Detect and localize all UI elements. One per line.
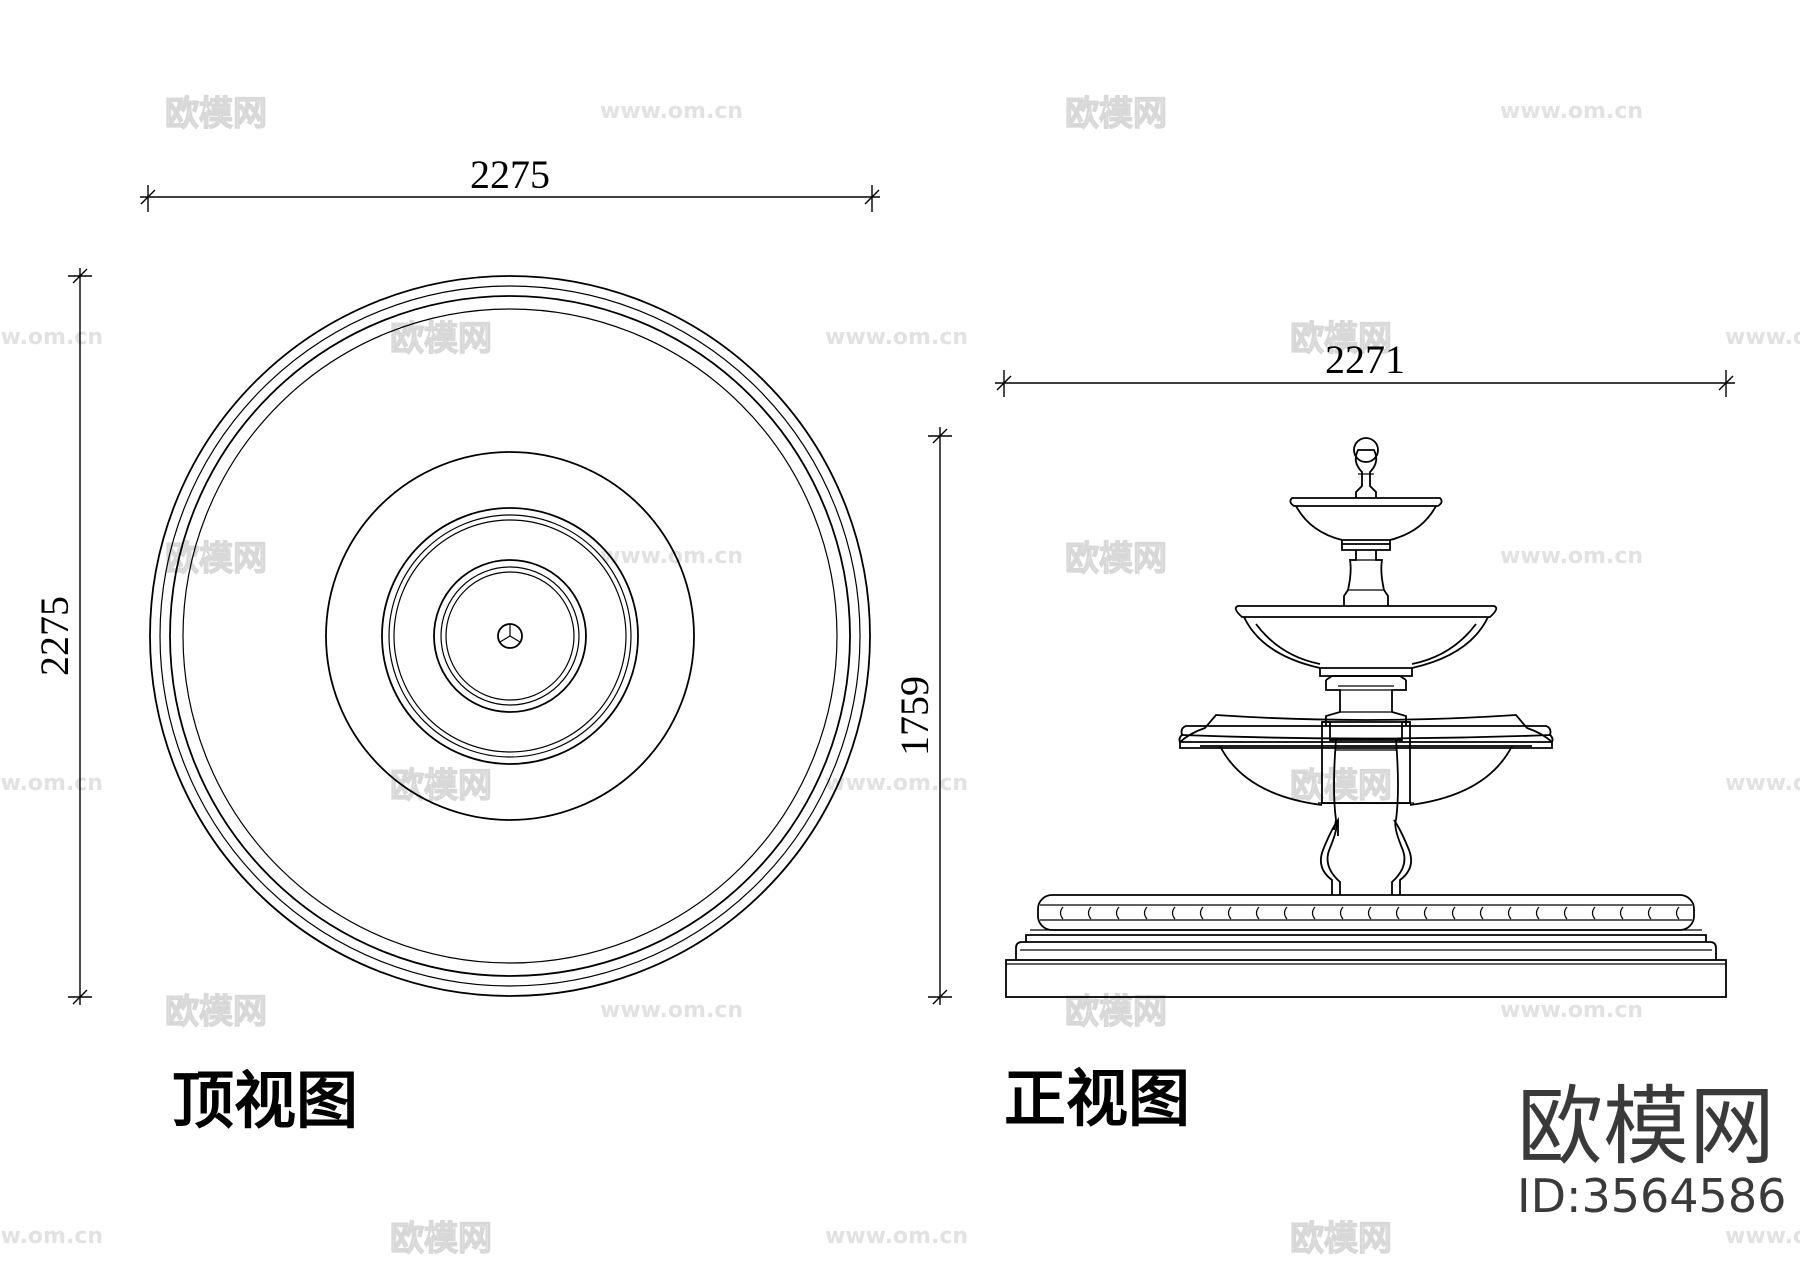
top-basin-circle bbox=[433, 559, 587, 713]
watermark-url: www.om.cn bbox=[0, 771, 103, 796]
front-view: 2271 1759 bbox=[892, 337, 1735, 1135]
watermark-url: www.om.cn bbox=[825, 325, 968, 350]
top-view-height-dimension: 2275 bbox=[32, 268, 92, 1005]
lower-neck-left bbox=[1325, 680, 1341, 726]
upper-basin-circle bbox=[381, 507, 639, 765]
watermark-logo: 欧模网 bbox=[1290, 766, 1392, 806]
top-view-height-label: 2275 bbox=[32, 596, 77, 676]
lower-basin-circle bbox=[325, 451, 695, 821]
watermark-url: www.om.cn bbox=[825, 771, 968, 796]
watermark-logo: 欧模网 bbox=[390, 319, 492, 359]
fountain-elevation bbox=[1005, 437, 1727, 998]
watermark-url: www.om.cn bbox=[600, 99, 743, 124]
fountain-plinth bbox=[1005, 959, 1727, 998]
top-view-plan bbox=[149, 275, 871, 997]
bead-moulding bbox=[1059, 906, 1680, 920]
lower-neck-right bbox=[1391, 680, 1407, 726]
pedestal-right bbox=[1393, 819, 1412, 895]
watermark-logo: 欧模网 bbox=[1065, 992, 1167, 1032]
watermark-logo: 欧模网 bbox=[1065, 94, 1167, 134]
watermark-url: www.om.cn bbox=[0, 1224, 103, 1249]
watermark-logo: 欧模网 bbox=[165, 94, 267, 134]
watermark-logo: 欧模网 bbox=[165, 539, 267, 579]
watermark-logo: 欧模网 bbox=[1065, 539, 1167, 579]
watermark-url: www.om.cn bbox=[1500, 99, 1643, 124]
watermark-logo: 欧模网 bbox=[1290, 1219, 1392, 1259]
top-view-title: 顶视图 bbox=[172, 1064, 358, 1137]
lower-basin-rim bbox=[1181, 734, 1551, 740]
brand-block: 欧模网 ID:3564586 bbox=[1517, 1077, 1786, 1223]
watermark-url: www.om.cn bbox=[825, 1224, 968, 1249]
watermark-logo: 欧模网 bbox=[390, 766, 492, 806]
finial bbox=[1354, 449, 1378, 498]
finial-ball bbox=[1353, 437, 1379, 463]
front-view-title: 正视图 bbox=[1004, 1062, 1190, 1135]
brand-name: 欧模网 bbox=[1517, 1077, 1775, 1177]
middle-basin-rim bbox=[1234, 605, 1498, 618]
front-view-height-label: 1759 bbox=[892, 676, 937, 756]
watermark-url: www.om.cn bbox=[1725, 771, 1800, 796]
watermark-url: www.om.cn bbox=[0, 325, 103, 350]
top-basin-rim bbox=[1289, 497, 1443, 507]
watermark-logo: 欧模网 bbox=[165, 992, 267, 1032]
top-view: 2275 2275 顶视图 bbox=[32, 152, 880, 1137]
watermark-url: www.om.cn bbox=[1725, 325, 1800, 350]
watermark-layer: 欧模网 www.om.cn 欧模网 www.om.cn www.om.cn 欧模… bbox=[0, 93, 1800, 1259]
top-view-width-dimension: 2275 bbox=[140, 152, 880, 212]
watermark-url: www.om.cn bbox=[600, 998, 743, 1023]
watermark-url: www.om.cn bbox=[1500, 998, 1643, 1023]
outer-rim-circle bbox=[149, 275, 871, 997]
upper-neck-left bbox=[1343, 550, 1357, 606]
watermark-url: www.om.cn bbox=[1725, 1224, 1800, 1249]
fountain-bead-rim bbox=[1037, 894, 1695, 931]
top-view-width-label: 2275 bbox=[470, 152, 550, 197]
front-view-width-label: 2271 bbox=[1325, 337, 1405, 382]
front-view-width-dimension: 2271 bbox=[995, 337, 1735, 397]
upper-neck-right bbox=[1375, 550, 1389, 606]
watermark-url: www.om.cn bbox=[1500, 544, 1643, 569]
watermark-logo: 欧模网 bbox=[390, 1219, 492, 1259]
front-view-height-dimension: 1759 bbox=[892, 427, 952, 1005]
fountain-base-step bbox=[1015, 941, 1717, 960]
watermark-logo: 欧模网 bbox=[1290, 319, 1392, 359]
brand-id: ID:3564586 bbox=[1517, 1169, 1786, 1223]
